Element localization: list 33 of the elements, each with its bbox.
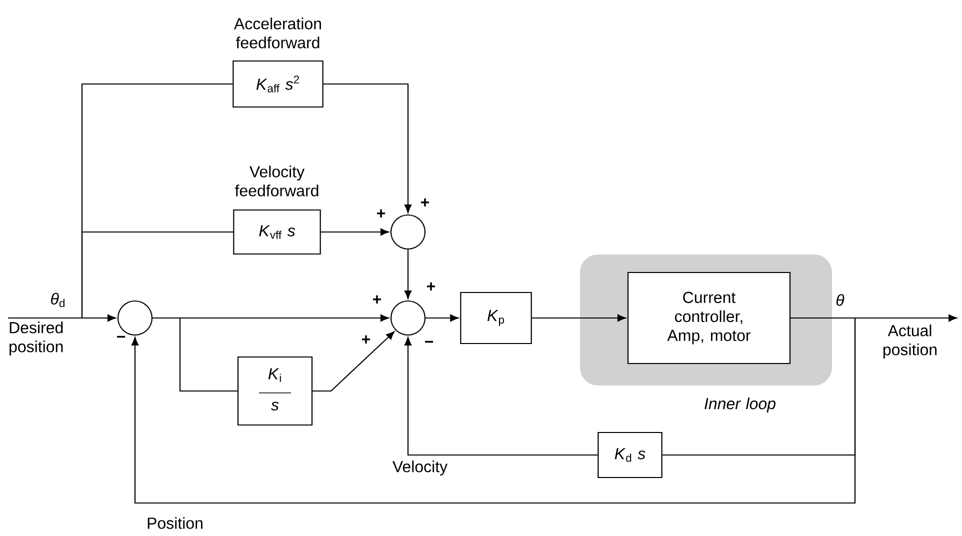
arrow [320,228,389,236]
sign-label: + [427,282,436,290]
signal-label: Desired position [10,322,63,356]
signal-label: Actual position [883,324,937,358]
arrow [323,83,412,213]
arrow [426,314,459,322]
process-box: Current controller, Amp, motor [627,272,791,364]
arrow [404,250,412,299]
gain-block: K$_{d}$ s [598,432,662,478]
sign-label: − [117,336,126,338]
gain-block: K$_{i}$ s [237,356,313,426]
edge-label: Position [146,516,204,530]
summing-junction [390,214,426,250]
gain-block: K$_{vff}$ s [233,209,321,255]
arrow [131,317,856,504]
edge-label: Velocity [391,460,449,476]
sign-label: + [362,335,370,344]
block-caption: Velocity feedforward [234,166,318,196]
signal-label: θ$_{d}$ [51,292,64,308]
gain-block: K$_{p}$ [460,292,532,344]
sign-label: + [373,295,382,304]
sign-label: + [421,198,430,206]
block-caption: Acceleration feedforward [234,18,321,48]
sign-label: − [425,340,434,343]
summing-junction [390,300,426,336]
gain-block: K$_{aff}$ s$^{2}$ [232,60,324,108]
block-caption: Inner loop [704,398,776,412]
arrow [312,331,395,392]
summing-junction [117,300,153,336]
sign-label: + [377,209,386,218]
arrow [404,337,598,456]
signal-label: θ [836,294,844,306]
arrow [532,314,626,322]
